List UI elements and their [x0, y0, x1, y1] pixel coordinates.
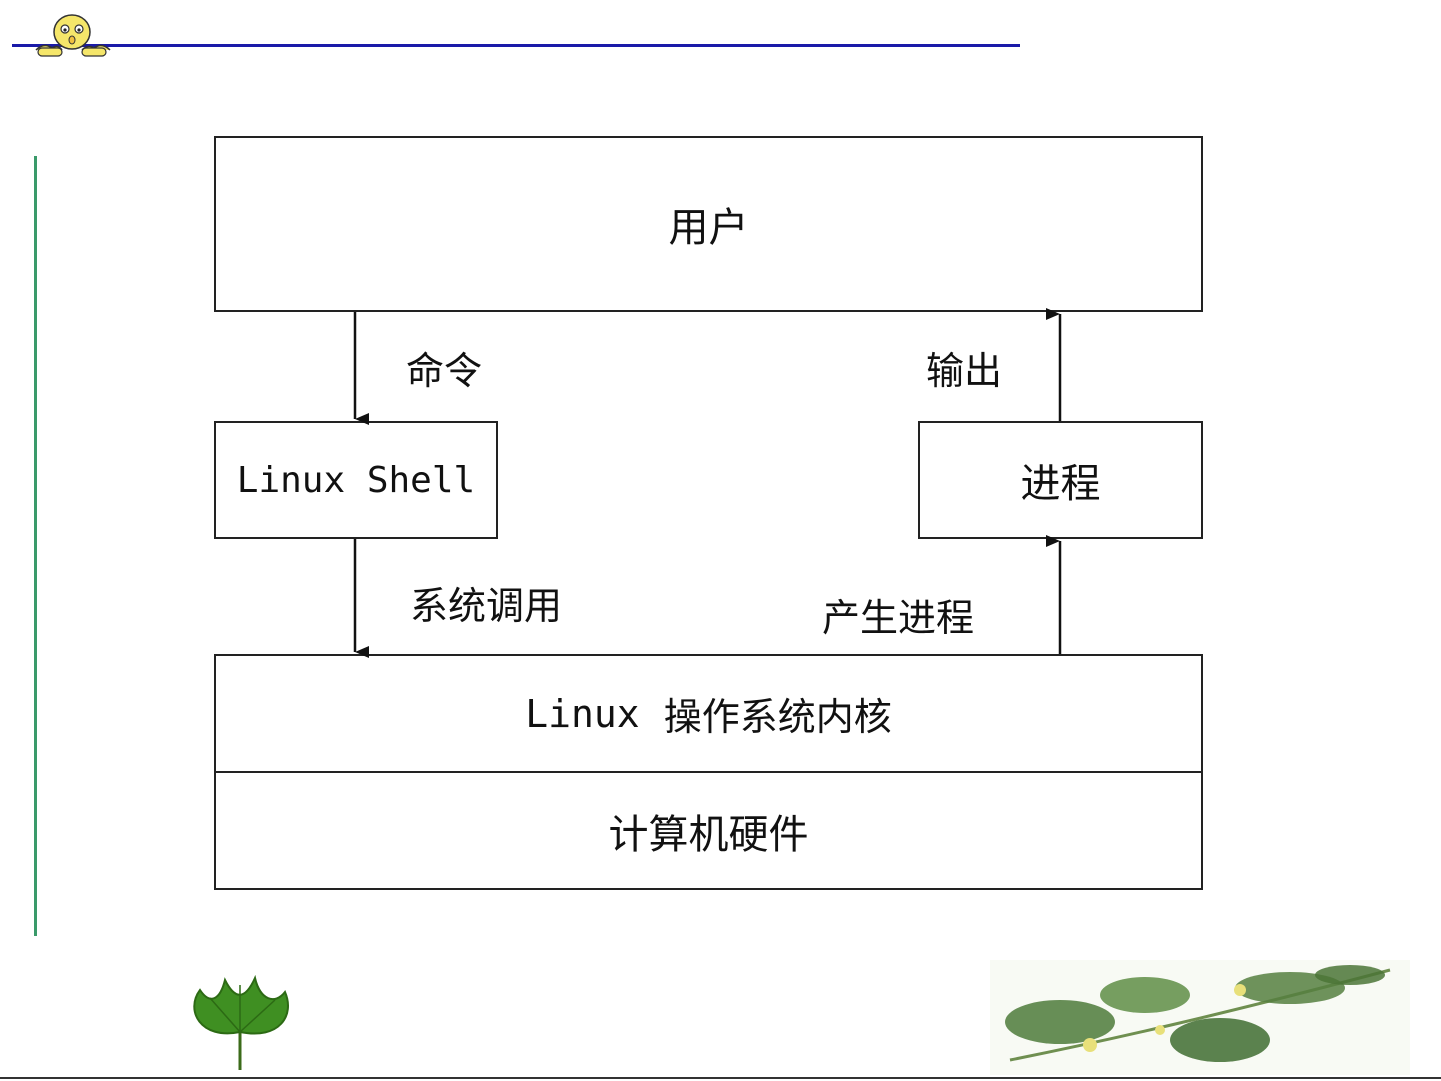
- command-label: 命令: [406, 340, 482, 395]
- output-label: 输出: [926, 340, 1002, 395]
- footer-rule: [0, 1077, 1441, 1079]
- leaf-icon: [180, 970, 300, 1080]
- spawn-process-label: 产生进程: [822, 587, 974, 642]
- leaf-branch-icon: [990, 960, 1410, 1075]
- syscall-label: 系统调用: [410, 575, 562, 630]
